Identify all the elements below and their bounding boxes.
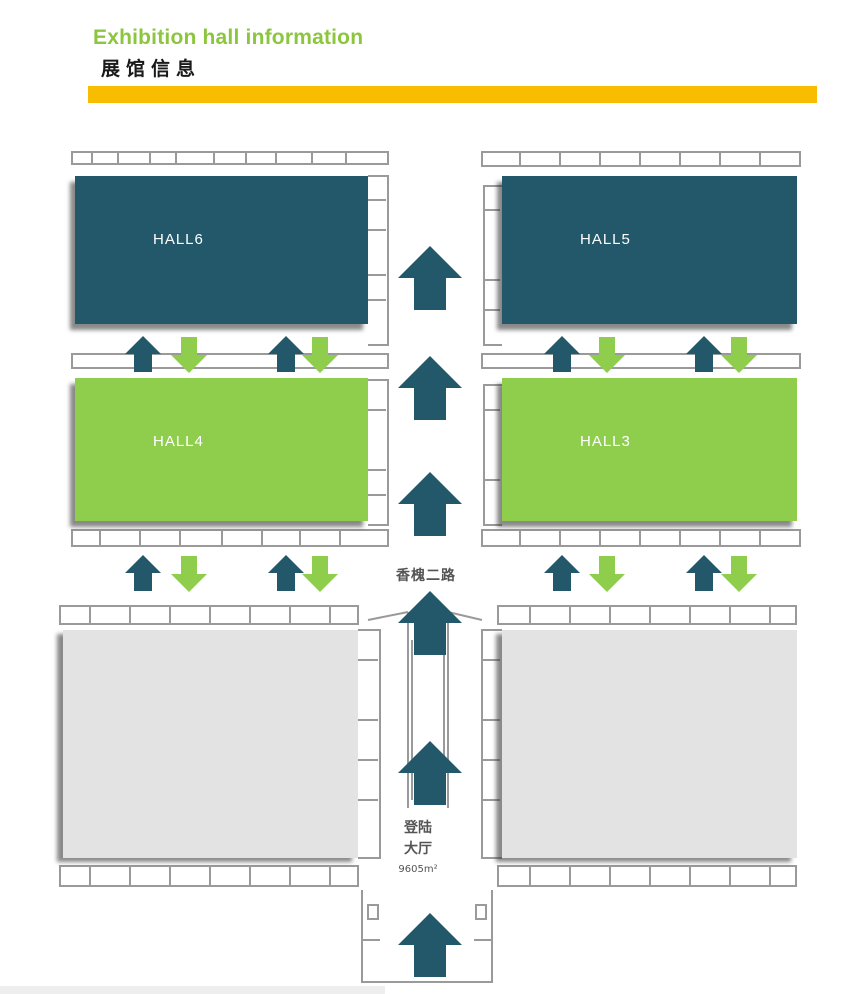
hall4-label: HALL4 (153, 433, 204, 450)
large-arrow-up-icon (398, 741, 462, 805)
hall3-label: HALL3 (580, 433, 631, 450)
lobby-area: 9605m² (398, 864, 438, 875)
footer-bar (0, 986, 385, 994)
arrow-down-icon (589, 556, 625, 592)
hall5-block[interactable]: HALL5 (502, 176, 797, 324)
large-arrow-up-icon (398, 913, 462, 977)
arrow-up-icon (686, 555, 722, 591)
hall6-label: HALL6 (153, 231, 204, 248)
hall6-block[interactable]: HALL6 (75, 176, 368, 324)
arrow-down-icon (171, 337, 207, 373)
arrow-up-icon (686, 336, 722, 372)
hall-bottom-right-block[interactable] (502, 630, 797, 858)
arrow-down-icon (589, 337, 625, 373)
large-arrow-up-icon (398, 472, 462, 536)
large-arrow-up-icon (398, 356, 462, 420)
road-label: 香槐二路 (396, 568, 456, 584)
arrow-down-icon (171, 556, 207, 592)
arrow-down-icon (721, 556, 757, 592)
hall5-label: HALL5 (580, 231, 631, 248)
arrow-up-icon (544, 336, 580, 372)
arrow-up-icon (544, 555, 580, 591)
lobby-label-line1: 登陆 (404, 820, 432, 836)
hall3-block[interactable]: HALL3 (502, 378, 797, 521)
arrow-down-icon (302, 337, 338, 373)
title-underline (88, 86, 817, 103)
large-arrow-up-icon (398, 591, 462, 655)
arrow-up-icon (268, 336, 304, 372)
arrow-up-icon (268, 555, 304, 591)
lobby-label-line2: 大厅 (404, 841, 432, 857)
lobby-label: 登陆 大厅 9605m² (383, 818, 453, 877)
hall-bottom-left-block[interactable] (63, 630, 358, 858)
page-title: Exhibition hall information (93, 26, 364, 49)
arrow-down-icon (302, 556, 338, 592)
page-subtitle: 展馆信息 (101, 58, 202, 80)
large-arrow-up-icon (398, 246, 462, 310)
arrow-up-icon (125, 336, 161, 372)
arrow-up-icon (125, 555, 161, 591)
hall4-block[interactable]: HALL4 (75, 378, 368, 521)
arrow-down-icon (721, 337, 757, 373)
